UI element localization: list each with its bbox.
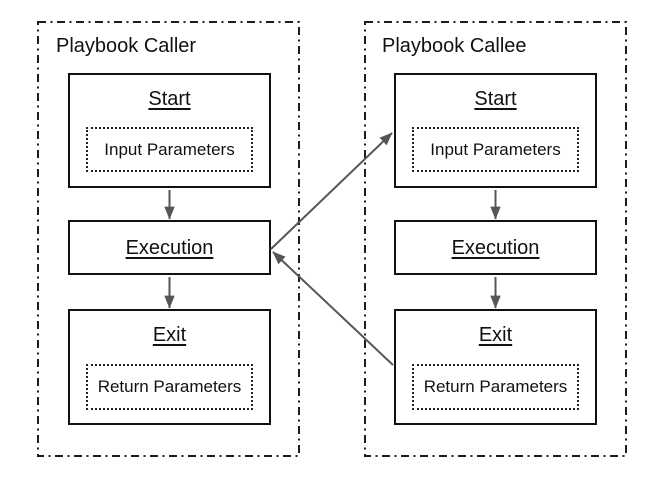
caller-input-parameters-label: Input Parameters [104, 139, 235, 159]
caller-input-parameters-box: Input Parameters [86, 127, 253, 172]
caller-return-parameters-label: Return Parameters [97, 377, 242, 396]
callee-return-parameters-box: Return Parameters [412, 364, 579, 410]
callee-group-label: Playbook Callee [382, 35, 527, 57]
callee-start-title: Start [474, 88, 517, 110]
caller-exit-node: Exit Return Parameters [68, 309, 271, 425]
callee-start-node: Start Input Parameters [394, 73, 597, 188]
arrow-callee-exit-to-caller-execution [272, 251, 394, 366]
callee-input-parameters-box: Input Parameters [412, 127, 579, 172]
callee-exit-title: Exit [478, 324, 513, 346]
caller-start-node: Start Input Parameters [68, 73, 271, 188]
callee-exit-node: Exit Return Parameters [394, 309, 597, 425]
arrow-caller-execution-to-callee-start [270, 132, 393, 250]
caller-execution-title: Execution [125, 236, 214, 259]
callee-execution-node: Execution [394, 220, 597, 275]
caller-exit-title: Exit [152, 324, 187, 346]
caller-execution-node: Execution [68, 220, 271, 275]
caller-group-label: Playbook Caller [56, 35, 197, 57]
caller-return-parameters-box: Return Parameters [86, 364, 253, 410]
callee-input-parameters-label: Input Parameters [430, 139, 561, 159]
caller-start-title: Start [148, 88, 191, 110]
callee-execution-title: Execution [451, 236, 540, 259]
callee-return-parameters-label: Return Parameters [423, 377, 568, 396]
